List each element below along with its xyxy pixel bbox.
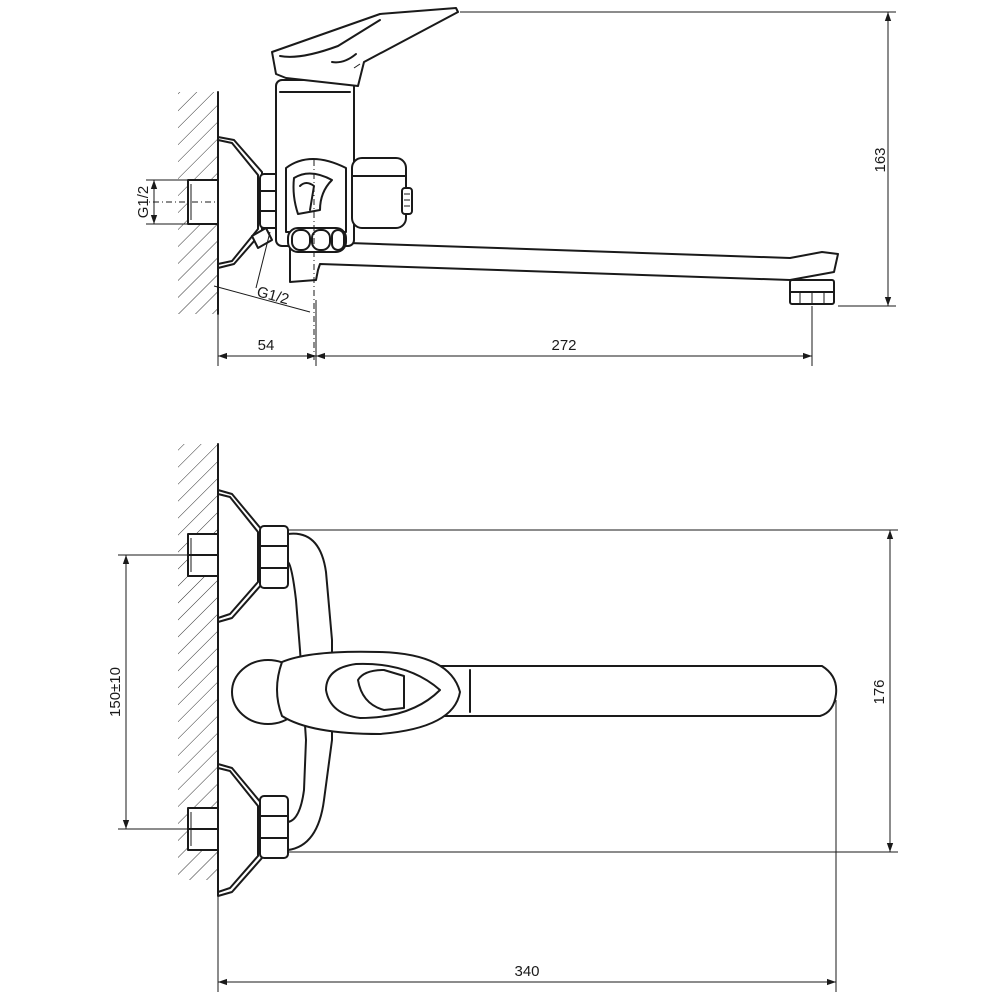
thread-outlet-label: G1/2	[255, 283, 291, 308]
thread-inlet-label: G1/2	[135, 186, 152, 219]
dimension-body-height: 176	[288, 529, 898, 853]
mixer-body-side	[275, 79, 355, 360]
dimension-height: 163	[460, 11, 896, 307]
aerator-side	[789, 279, 835, 305]
lever-handle-top	[276, 650, 461, 735]
inlet-upper-top	[187, 489, 289, 623]
dim-height-label: 163	[872, 147, 889, 172]
inlet-lower-top	[187, 763, 289, 897]
thread-leader-outlet	[213, 231, 311, 313]
wall-flange-side	[217, 136, 263, 269]
spout-side	[289, 241, 839, 283]
diverter-knob-side	[351, 157, 413, 229]
dim-272-label: 272	[551, 337, 576, 354]
dim-150-label: 150±10	[107, 667, 124, 717]
plug-side	[251, 227, 273, 249]
spout-top	[439, 665, 838, 717]
dimension-total-length: 340	[217, 700, 837, 992]
lever-handle-side	[271, 7, 459, 87]
dimension-horizontal-side: 54 272	[217, 300, 813, 366]
dim-340-label: 340	[514, 963, 539, 980]
dimension-inlet-spacing: 150±10	[107, 554, 188, 830]
top-view: 176 150±10 340	[107, 443, 898, 992]
dim-176-label: 176	[871, 679, 888, 704]
dimension-thread-inlet: G1/2	[135, 179, 192, 225]
dim-54-label: 54	[258, 337, 275, 354]
side-view: 163 G1/2 G1/2 54 272	[135, 7, 896, 366]
